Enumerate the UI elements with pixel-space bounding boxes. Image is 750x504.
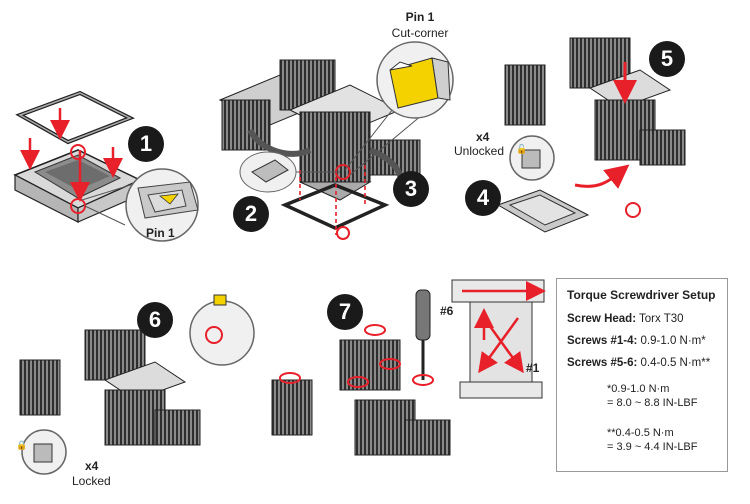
torque-panel-title: Torque Screwdriver Setup [567,288,716,302]
step-5-badge: 5 [649,41,685,77]
cpu-socket [13,149,142,223]
screw-order-diagram [451,279,546,399]
step2-3-illustration [218,41,454,240]
step6-pin1-mark [213,294,227,306]
retention-frame [15,90,135,145]
screw-1-label: #1 [526,361,540,375]
step6-illustration: 🔒 [16,294,255,475]
note2-line2: = 3.9 ~ 4.4 IN-LBF [607,441,698,453]
step2-screw-circle [336,226,350,240]
step-2-badge: 2 [233,196,269,232]
step2-zoom-inset [239,151,340,193]
step2-3-guidelines [299,165,366,235]
unlocked-label: Unlocked [454,144,505,158]
screwdriver-icon [415,289,431,380]
torque-setup-panel: Torque Screwdriver Setup Screw Head: Tor… [556,278,728,472]
unlocked-count: x4 [476,130,490,144]
screws-1-4-label: Screws #1-4: [567,335,638,347]
step1-illustration [13,90,199,242]
screws-1-4-row: Screws #1-4: 0.9-1.0 N·m* [567,335,706,347]
screws-5-6-row: Screws #5-6: 0.4-0.5 N·m** [567,357,710,369]
pin1-highlight-circle [70,144,86,160]
lock-icon: 🔒 [16,440,27,450]
unlock-icon: 🔓 [516,143,527,154]
screws-5-6-label: Screws #5-6: [567,357,638,369]
note1-line1: *0.9-1.0 N·m [607,383,670,395]
cooler-socket-frame [280,183,390,230]
note2-line1: **0.4-0.5 N·m [607,427,674,439]
locked-count: x4 [85,459,99,473]
step-7-badge: 7 [327,294,363,330]
screw-head-label: Screw Head: [567,313,637,325]
step4-5-illustration: 🔓 [496,37,686,233]
step4-frame-plate [496,189,590,233]
step7-rotation-arrows [279,324,434,388]
screw-head-value: Torx T30 [639,313,684,325]
pin1-top-subtitle: Cut-corner [391,26,449,40]
step7-illustration [271,279,546,456]
pin1-top-title: Pin 1 [405,10,435,24]
step5-screw-circle [625,202,641,218]
step-6-badge: 6 [137,302,173,338]
cooler-assembly-top [218,59,421,201]
pin1-zoom-inset [81,168,199,242]
pin1-bottom-label: Pin 1 [146,226,175,240]
unlocked-lever [521,149,541,169]
note1-line2: = 8.0 ~ 8.8 IN-LBF [607,397,698,409]
screws-1-4-value: 0.9-1.0 N·m* [640,335,706,347]
step-4-badge: 4 [465,180,501,216]
step1-arrows [20,108,123,202]
locked-lever [33,443,53,463]
step-3-badge: 3 [393,171,429,207]
screw-head-row: Screw Head: Torx T30 [567,313,684,325]
pin1-cutcorner-inset [344,41,454,176]
screws-5-6-value: 0.4-0.5 N·m** [640,357,711,369]
screw-6-label: #6 [440,304,454,318]
step4-slide-arrow [574,164,630,189]
step-1-badge: 1 [128,126,164,162]
locked-label: Locked [72,474,111,488]
